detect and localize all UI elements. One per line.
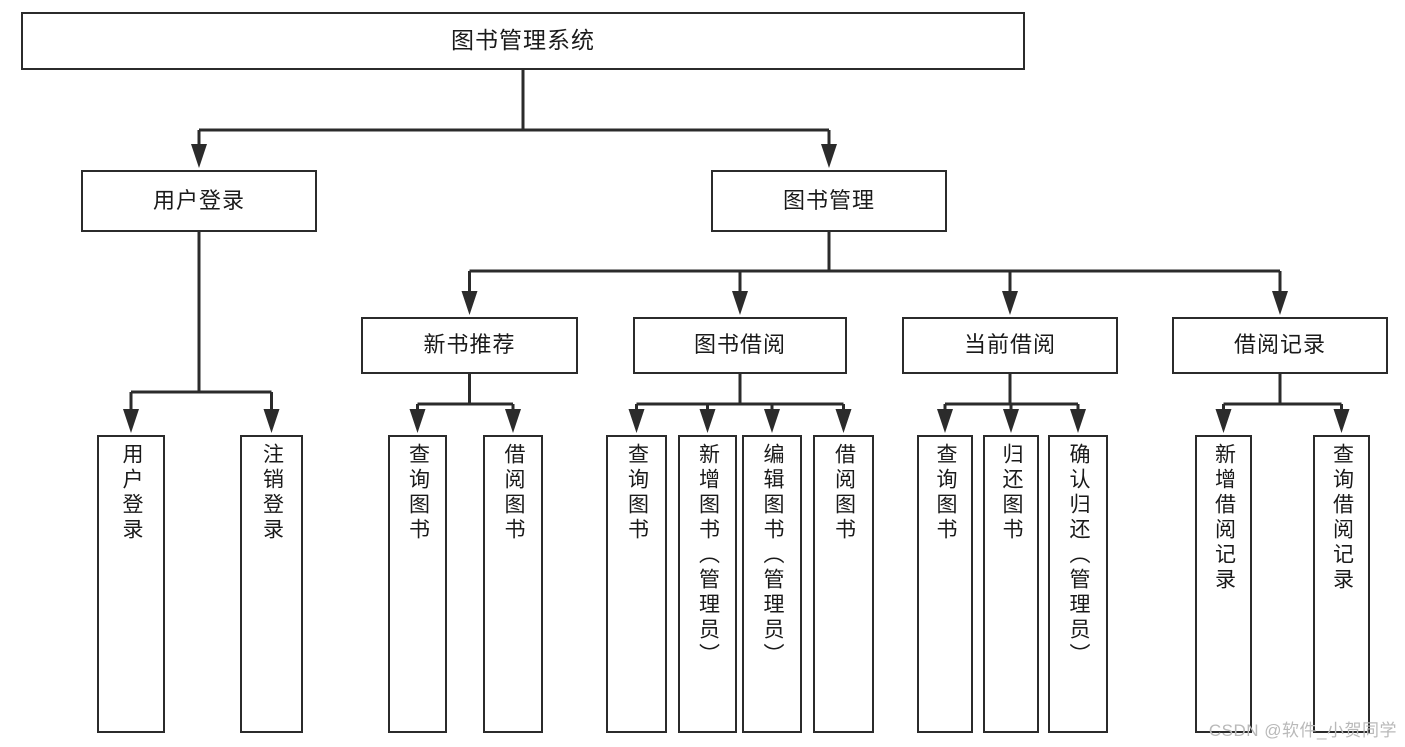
arrowhead	[699, 409, 716, 433]
arrowhead	[1002, 291, 1018, 315]
arrowhead	[1333, 409, 1350, 433]
arrowhead	[505, 409, 521, 433]
node-label: 新增借阅记录	[1212, 443, 1236, 593]
arrowhead	[1003, 409, 1019, 433]
arrowhead	[821, 144, 837, 168]
node-leaf-borrow-book-1[interactable]: 借阅图书	[483, 435, 543, 733]
node-new-book-rec[interactable]: 新书推荐	[361, 317, 578, 374]
node-current-borrow[interactable]: 当前借阅	[902, 317, 1118, 374]
arrowhead	[1272, 291, 1288, 315]
node-label: 查询图书	[934, 443, 958, 543]
arrowhead	[263, 409, 280, 433]
node-label: 图书管理系统	[451, 27, 595, 54]
node-leaf-borrow-book-2[interactable]: 借阅图书	[813, 435, 874, 733]
arrowhead	[732, 291, 748, 315]
node-label: 注销登录	[260, 443, 284, 543]
arrowhead	[628, 409, 645, 433]
node-leaf-query-book-3[interactable]: 查询图书	[917, 435, 973, 733]
node-label: 查询借阅记录	[1330, 443, 1354, 593]
node-label: 借阅记录	[1233, 332, 1326, 358]
arrowhead	[764, 409, 780, 433]
node-label: 图书借阅	[693, 332, 786, 358]
node-leaf-query-book-2[interactable]: 查询图书	[606, 435, 667, 733]
node-label: 新增图书（管理员）	[696, 443, 720, 668]
arrowhead	[123, 409, 139, 433]
node-leaf-logout[interactable]: 注销登录	[240, 435, 303, 733]
node-leaf-user-login[interactable]: 用户登录	[97, 435, 165, 733]
node-leaf-edit-book[interactable]: 编辑图书（管理员）	[742, 435, 802, 733]
arrowhead	[937, 409, 953, 433]
node-book-manage[interactable]: 图书管理	[711, 170, 947, 232]
node-leaf-query-record[interactable]: 查询借阅记录	[1313, 435, 1370, 733]
node-label: 用户登录	[120, 443, 144, 543]
node-leaf-confirm-return[interactable]: 确认归还（管理员）	[1048, 435, 1108, 733]
node-label: 当前借阅	[963, 332, 1056, 358]
node-label: 新书推荐	[423, 332, 516, 358]
node-root[interactable]: 图书管理系统	[21, 12, 1025, 70]
arrowhead	[1070, 409, 1086, 433]
node-leaf-query-book-1[interactable]: 查询图书	[388, 435, 447, 733]
arrowhead	[1215, 409, 1232, 433]
arrowhead	[409, 409, 426, 433]
node-book-borrow[interactable]: 图书借阅	[633, 317, 847, 374]
node-borrow-record[interactable]: 借阅记录	[1172, 317, 1388, 374]
node-leaf-return-book[interactable]: 归还图书	[983, 435, 1039, 733]
arrowhead	[835, 409, 852, 433]
node-label: 借阅图书	[502, 443, 526, 543]
node-label: 查询图书	[625, 443, 649, 543]
node-label: 借阅图书	[832, 443, 856, 543]
node-label: 归还图书	[1000, 443, 1024, 543]
node-leaf-add-book[interactable]: 新增图书（管理员）	[678, 435, 737, 733]
node-leaf-add-record[interactable]: 新增借阅记录	[1195, 435, 1252, 733]
node-user-login[interactable]: 用户登录	[81, 170, 317, 232]
node-label: 图书管理	[782, 187, 875, 213]
node-label: 编辑图书（管理员）	[761, 443, 785, 668]
node-label: 查询图书	[406, 443, 430, 543]
arrowhead	[461, 291, 478, 315]
node-label: 用户登录	[152, 187, 245, 213]
node-label: 确认归还（管理员）	[1067, 443, 1091, 668]
arrowhead	[191, 144, 207, 168]
